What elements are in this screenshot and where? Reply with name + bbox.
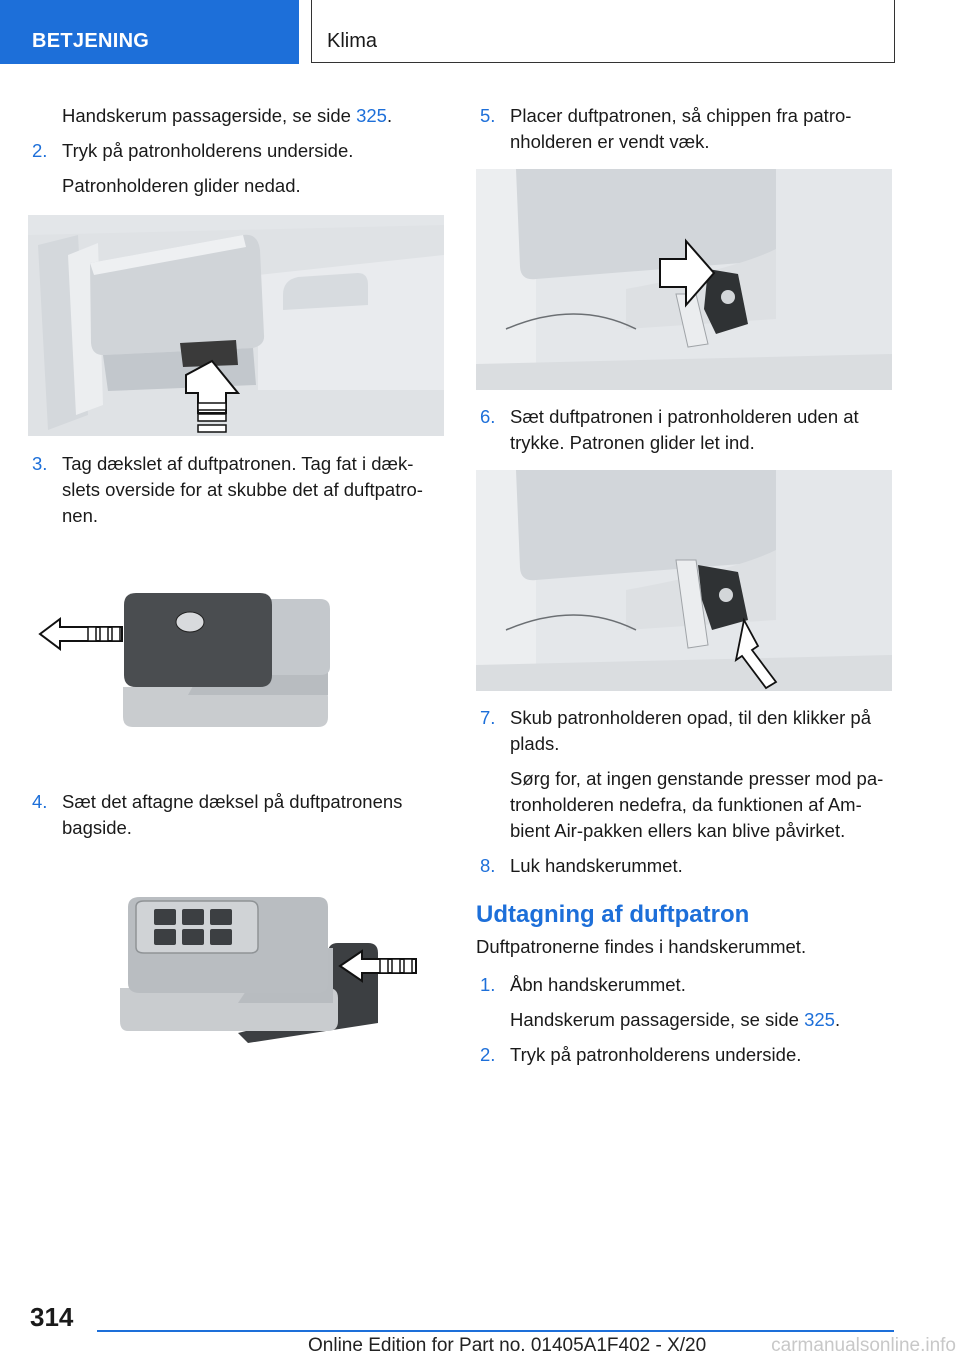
- glovebox-holder-figure: [28, 215, 444, 436]
- step-number: 6.: [480, 406, 496, 427]
- edition-text: Online Edition for Part no. 01405A1F402 …: [308, 1335, 707, 1356]
- page-number: 314: [30, 1302, 74, 1332]
- removal-step-1-reference: Handskerum passagerside, se side 325.: [510, 1009, 841, 1030]
- step-number: 3.: [32, 453, 48, 474]
- section-intro: Duftpatronerne findes i handskerummet.: [476, 936, 807, 957]
- step-text: Tryk på patronholderens underside.: [62, 140, 354, 161]
- remove-cover-figure: [38, 593, 330, 727]
- step-number: 2.: [32, 140, 48, 161]
- attach-cover-figure: [120, 897, 417, 1043]
- footer-divider: [97, 1330, 894, 1332]
- step-number: 8.: [480, 855, 496, 876]
- page-link[interactable]: 325: [804, 1009, 835, 1030]
- step-number: 4.: [32, 791, 48, 812]
- step-8: 8. Luk handskerummet.: [476, 853, 896, 879]
- continued-reference: Handskerum passagerside, se side 325.: [62, 105, 393, 126]
- step-7: 7. Skub patronholderen opad, til den kli…: [480, 707, 871, 754]
- watermark: carmanualsonline.info: [771, 1335, 956, 1356]
- chapter-box: Klima: [311, 0, 895, 63]
- insert-cartridge-figure: [476, 470, 892, 691]
- section-tab[interactable]: BETJENING: [0, 0, 299, 64]
- removal-step-1: 1. Åbn handskerummet.: [476, 972, 896, 998]
- step-number: 5.: [480, 105, 496, 126]
- section-heading: Udtagning af duftpatron: [476, 901, 750, 928]
- removal-step-2: 2. Tryk på patronholderens underside.: [476, 1042, 896, 1068]
- step-6: 6. Sæt duftpatronen i patronholderen ude…: [480, 406, 859, 453]
- step-2-result: Patronholderen glider nedad.: [62, 175, 301, 196]
- step-5: 5. Placer duftpatronen, så chippen fra p…: [480, 105, 852, 152]
- page-link[interactable]: 325: [356, 105, 387, 126]
- step-2: 2. Tryk på patronholderens underside.: [28, 138, 444, 164]
- section-title: BETJENING: [32, 30, 150, 52]
- place-cartridge-figure: [476, 169, 892, 390]
- left-column: Handskerum passagerside, se side 325. 2.…: [28, 103, 444, 1043]
- step-number: 7.: [480, 707, 496, 728]
- step-number: 1.: [480, 974, 496, 995]
- right-column: 5. Placer duftpatronen, så chippen fra p…: [476, 103, 896, 1068]
- step-4: 4. Sæt det aftagne dæksel på duftpatrone…: [32, 791, 403, 838]
- step-3: 3. Tag dækslet af duftpatronen. Tag fat …: [32, 453, 423, 526]
- step-number: 2.: [480, 1044, 496, 1065]
- step-7-note: Sørg for, at ingen genstande presser mod…: [510, 768, 884, 841]
- chapter-title: Klima: [327, 30, 378, 52]
